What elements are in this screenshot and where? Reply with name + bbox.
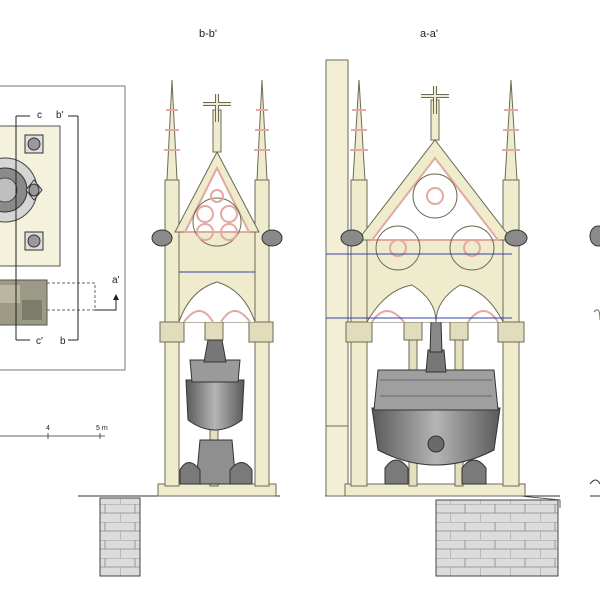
- plan-label-b: b: [60, 336, 66, 347]
- plan-section-line-a: [95, 298, 117, 311]
- plan-outer-boundary: [0, 85, 126, 371]
- gargoyle-bb: [151, 229, 173, 247]
- column-right-aa: [502, 339, 520, 487]
- rose-window-aa: [412, 173, 458, 219]
- section-cc-cropped: [589, 225, 600, 497]
- plan-label-c-prime: c': [36, 336, 43, 347]
- capital-bb: [159, 321, 185, 343]
- section-title-bb: b-b': [199, 28, 217, 40]
- column-left-bb: [164, 339, 180, 487]
- column-right-bb: [254, 339, 270, 487]
- rose-window-bb: [192, 197, 242, 247]
- gargoyle-aa: [340, 229, 364, 247]
- plan-label-b-prime: b': [56, 110, 64, 121]
- plan-label-a-prime: a': [112, 275, 120, 286]
- font-vessel-bb: [185, 379, 245, 431]
- plinth-aa: [344, 483, 526, 497]
- foundation-bb: [99, 497, 141, 577]
- rose-window-aa: [449, 225, 495, 271]
- church-wall-aa: [325, 59, 349, 497]
- rose-window-aa: [375, 225, 421, 271]
- scale-tick-4: 4: [46, 425, 50, 432]
- gargoyle-aa: [504, 229, 528, 247]
- foundation-aa: [435, 499, 559, 577]
- section-bb-elevation: [78, 79, 283, 577]
- section-title-aa: a-a': [420, 28, 438, 40]
- plan-view: [0, 85, 126, 439]
- plan-label-c: c: [37, 110, 42, 121]
- column-left-aa: [350, 339, 368, 487]
- scale-tick-5m: 5 m: [96, 425, 108, 432]
- capital-bb: [248, 321, 274, 343]
- section-aa-elevation: [325, 59, 561, 577]
- gargoyle-bb: [261, 229, 283, 247]
